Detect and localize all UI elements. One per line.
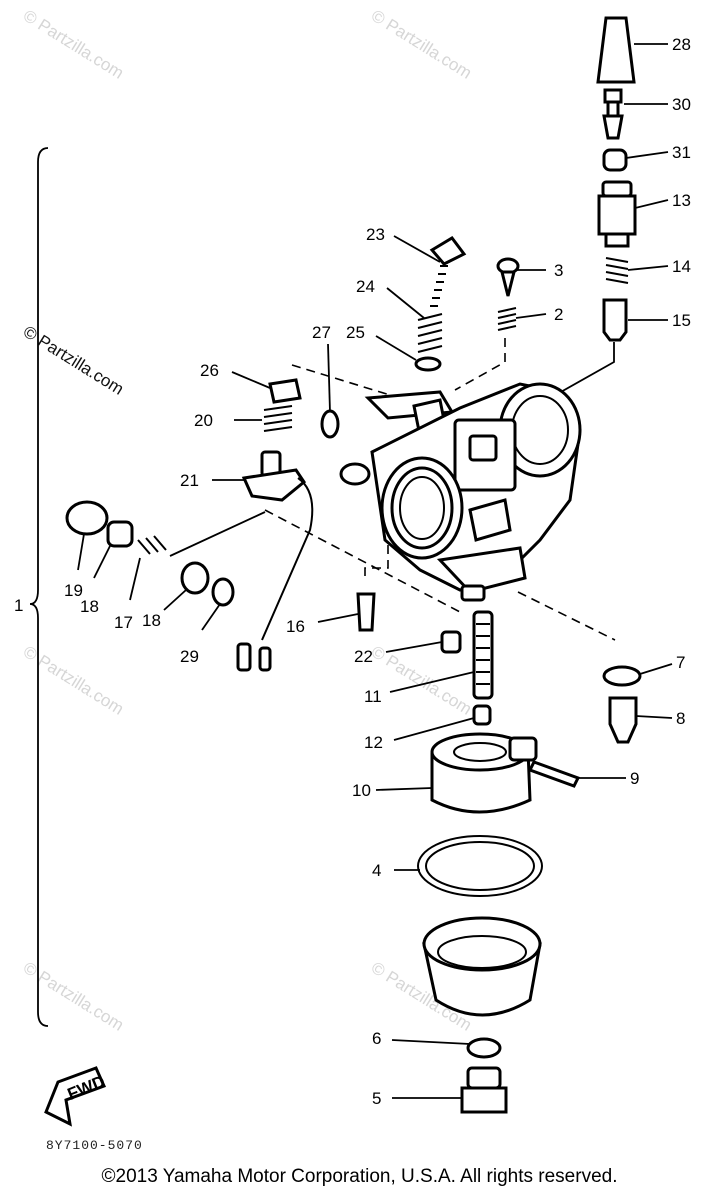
callout-15: 15 — [672, 311, 691, 330]
part-6-gasket — [466, 1037, 502, 1059]
callout-24: 24 — [356, 277, 375, 296]
callout-18b: 18 — [142, 611, 161, 630]
float-bowl — [422, 916, 542, 1017]
part-2-spring — [497, 307, 517, 331]
part-29-oring — [211, 577, 235, 607]
alignment-line — [454, 338, 506, 391]
callout-14: 14 — [672, 257, 691, 276]
callout-9: 9 — [630, 769, 639, 788]
part-14-spring — [605, 257, 629, 284]
callout-13: 13 — [672, 191, 691, 210]
callout-21: 21 — [180, 471, 199, 490]
callout-18: 18 — [80, 597, 99, 616]
part-10-float — [430, 732, 538, 814]
alignment-line — [517, 591, 616, 641]
part-17-spring — [137, 535, 167, 555]
part-20-spring — [263, 405, 293, 432]
copyright-notice: ©2013 Yamaha Motor Corporation, U.S.A. A… — [101, 1166, 618, 1187]
part-28-cap — [596, 16, 636, 84]
part-25-oring — [414, 356, 442, 372]
leader-lines — [77, 43, 673, 1099]
callout-16: 16 — [286, 617, 305, 636]
part-27-washer — [320, 409, 340, 439]
part-7-washer — [602, 665, 642, 687]
callout-8: 8 — [676, 709, 685, 728]
callout-25: 25 — [346, 323, 365, 342]
callout-23: 23 — [366, 225, 385, 244]
part-21-plunger — [236, 450, 314, 672]
part-19-knob — [65, 500, 109, 536]
callout-10: 10 — [352, 781, 371, 800]
callout-31: 31 — [672, 143, 691, 162]
callout-7: 7 — [676, 653, 685, 672]
callout-3: 3 — [554, 261, 563, 280]
part-26-cap — [268, 378, 302, 404]
callout-27: 27 — [312, 323, 331, 342]
callout-5: 5 — [372, 1089, 381, 1108]
part-18-nut — [106, 520, 134, 548]
callout-1: 1 — [14, 596, 23, 615]
part-31-nut — [602, 148, 628, 172]
part-4-gasket — [417, 835, 543, 897]
callout-17: 17 — [114, 613, 133, 632]
callout-6: 6 — [372, 1029, 381, 1048]
callout-20: 20 — [194, 411, 213, 430]
part-15-valve — [602, 298, 628, 342]
part-22-plug — [440, 630, 462, 654]
callout-12: 12 — [364, 733, 383, 752]
part-5-drain-plug — [460, 1066, 508, 1114]
callout-29: 29 — [180, 647, 199, 666]
callout-11: 11 — [364, 687, 382, 706]
callout-28: 28 — [672, 35, 691, 54]
carburetor-body — [339, 382, 582, 602]
part-11-needle-jet — [472, 610, 494, 700]
part-8-valve — [608, 696, 638, 744]
callout-26: 26 — [200, 361, 219, 380]
part-9-pin — [527, 760, 581, 788]
link-line — [169, 511, 266, 557]
callout-30: 30 — [672, 95, 691, 114]
part-12-main-jet — [472, 704, 492, 726]
fwd-arrow-icon: FWD — [44, 1066, 108, 1127]
alignment-line — [264, 509, 461, 613]
part-18-washer — [180, 561, 210, 595]
alignment-line — [291, 364, 411, 411]
part-30-needle — [602, 88, 624, 140]
part-3-screw — [496, 257, 520, 297]
part-16-screw — [356, 592, 376, 632]
assembly-brace — [29, 147, 49, 1027]
callout-2: 2 — [554, 305, 563, 324]
part-13-top — [597, 180, 637, 248]
alignment-line — [364, 530, 389, 580]
callout-4: 4 — [372, 861, 381, 880]
callout-19: 19 — [64, 581, 83, 600]
diagram-code: 8Y7100-5070 — [46, 1138, 143, 1153]
part-24-spring — [417, 313, 443, 353]
callout-labels: 28 30 31 13 23 3 14 24 2 15 27 25 26 20 … — [14, 35, 691, 1108]
part-23-screw — [429, 236, 467, 307]
callout-22: 22 — [354, 647, 373, 666]
